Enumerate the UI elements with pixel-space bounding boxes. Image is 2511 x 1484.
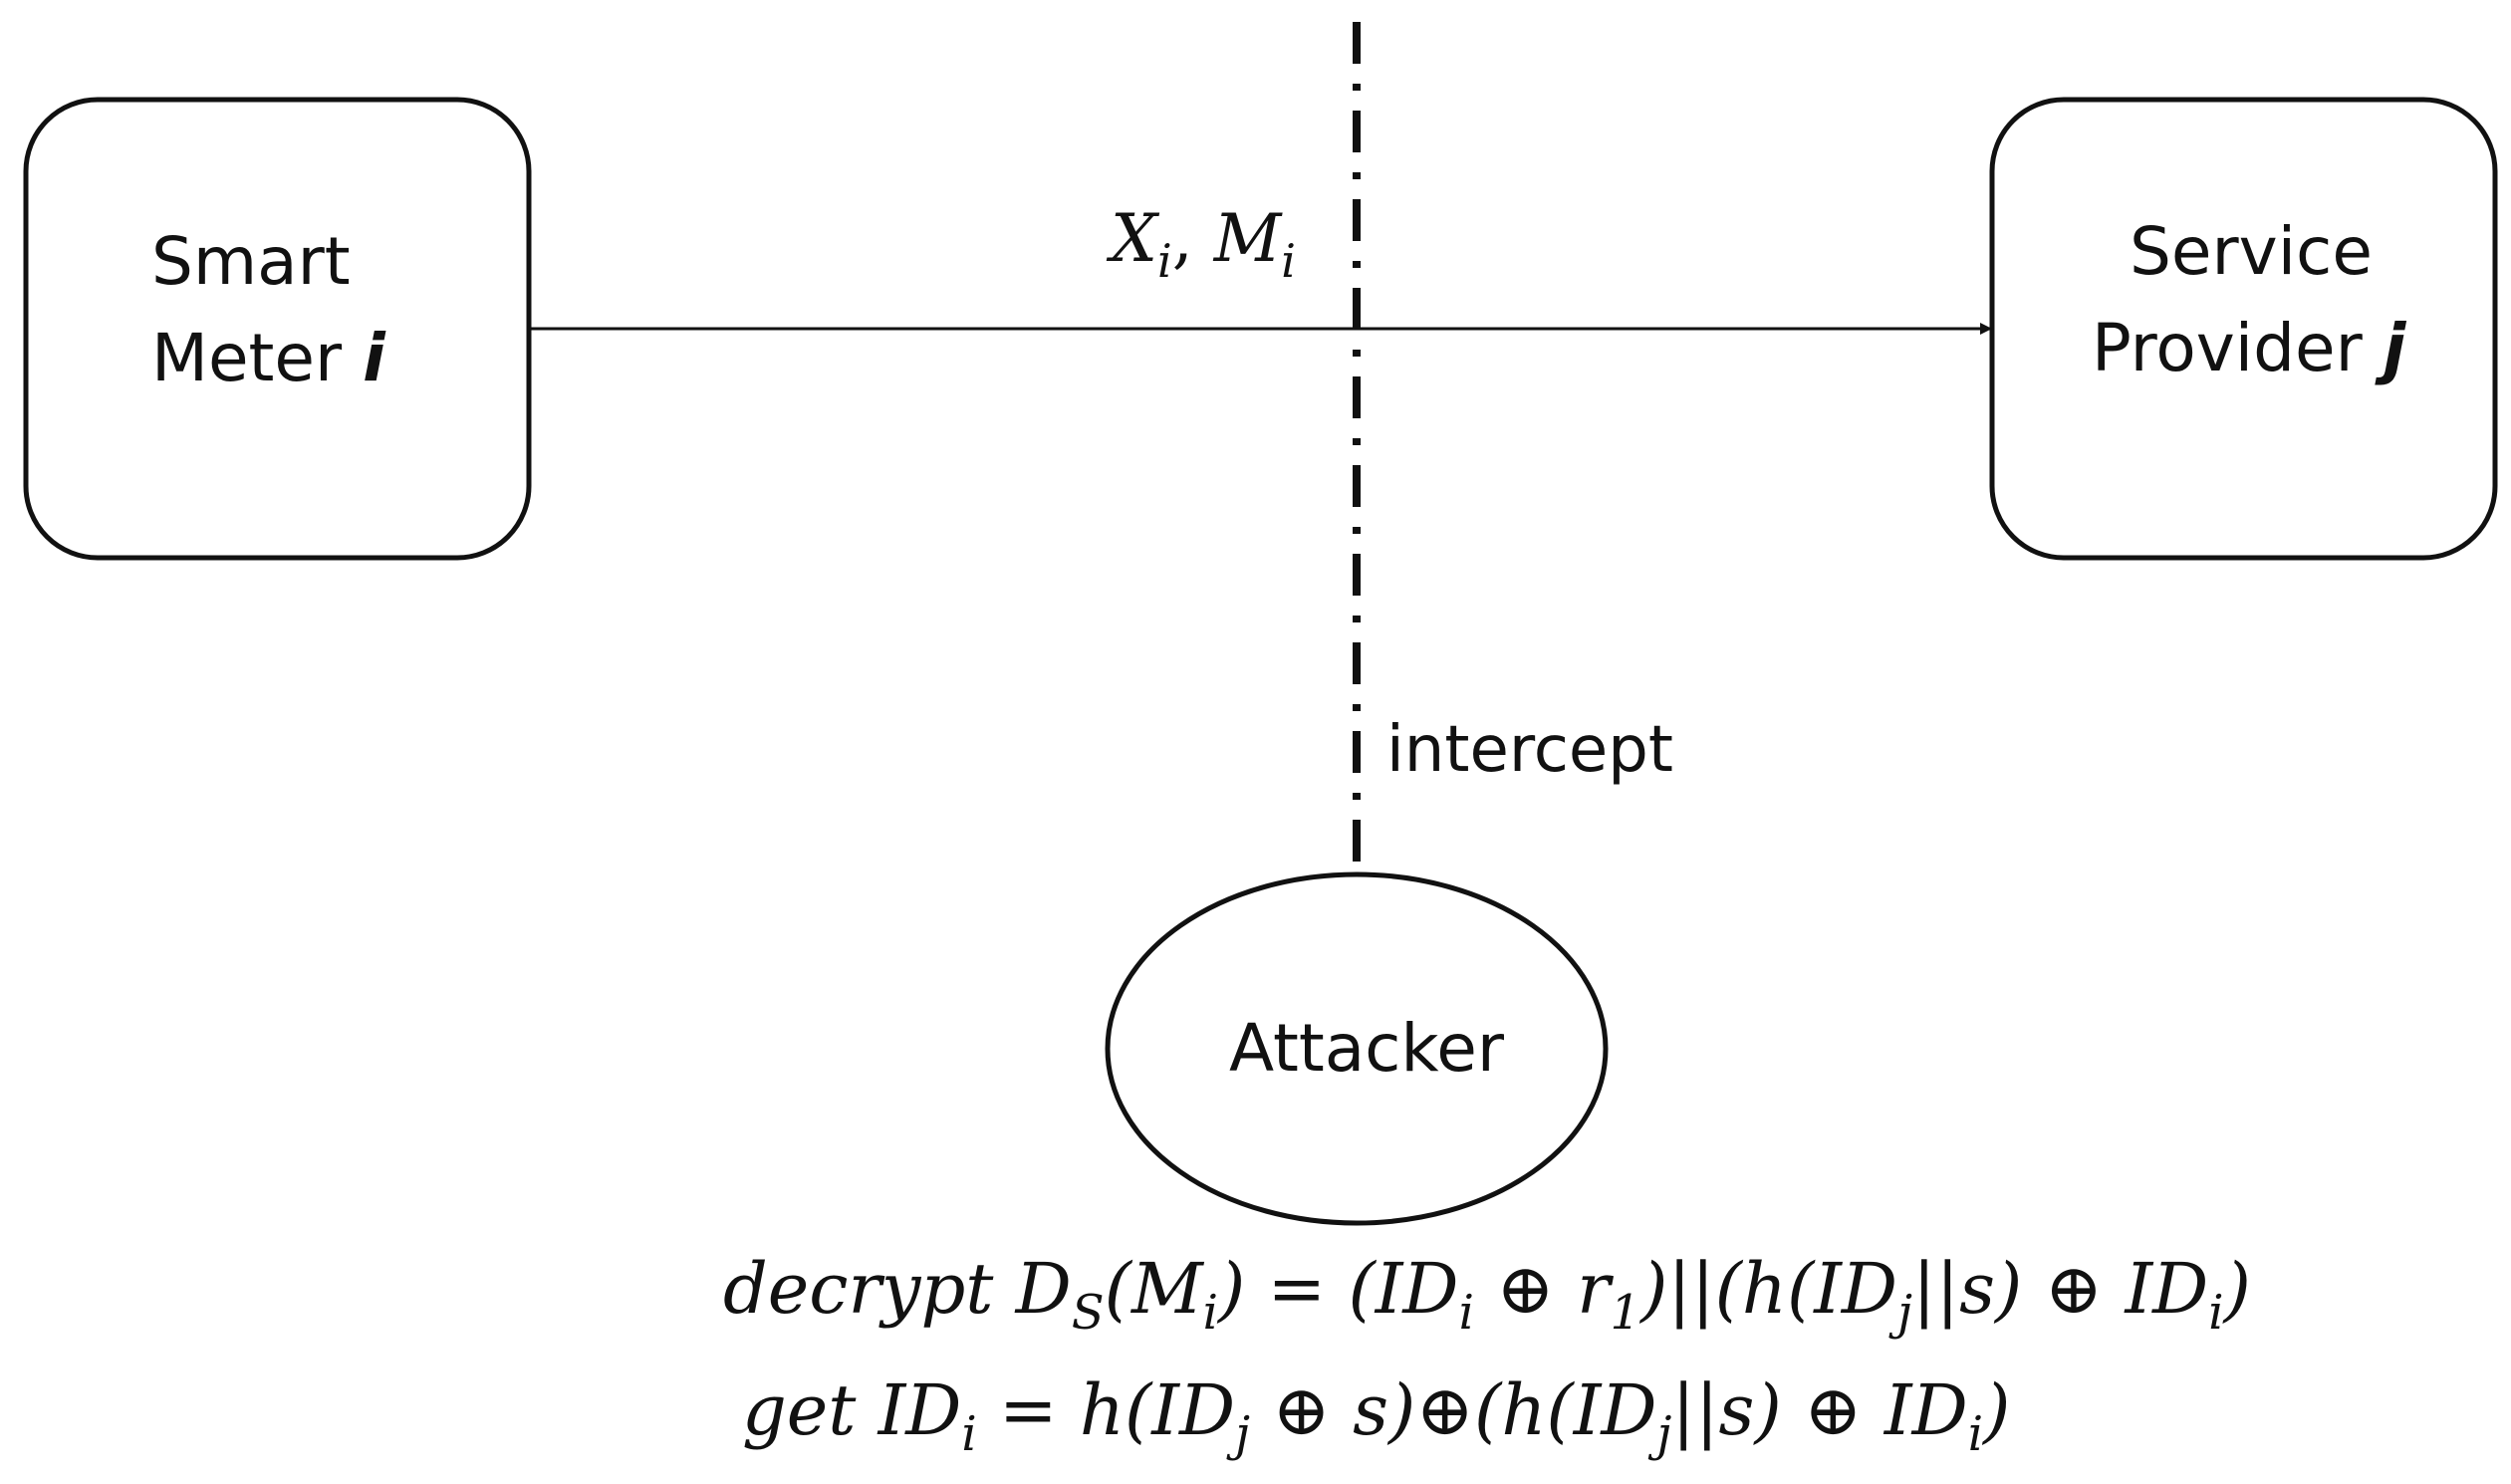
smart-meter-variable: i — [363, 320, 386, 396]
service-provider-label-line1: Service — [2130, 213, 2373, 290]
service-provider-label-line2: Provider — [2092, 310, 2364, 386]
smart-meter-label-line2: Meter — [151, 320, 343, 396]
message-label: Xi, Mi — [1106, 200, 1296, 288]
svg-text:intercept: intercept — [1386, 713, 1673, 787]
get-id-equation: get IDi = h(IDj ⊕ s)⊕(h(IDj||s) ⊕ IDi) — [742, 1369, 2010, 1462]
svg-text:Provider j: Provider j — [2092, 310, 2407, 386]
svg-text:Smart: Smart — [151, 223, 351, 300]
svg-text:Service: Service — [2130, 213, 2373, 290]
smart-meter-label-line1: Smart — [151, 223, 351, 300]
service-provider-node: Service Provider j — [1989, 97, 2498, 561]
intercept-label: intercept — [1386, 713, 1673, 787]
svg-text:Meter i: Meter i — [151, 320, 386, 396]
attacker-node: Attacker — [1105, 871, 1609, 1226]
svg-text:Attacker: Attacker — [1229, 1010, 1505, 1087]
attacker-label: Attacker — [1229, 1010, 1505, 1087]
smart-meter-node: Smart Meter i — [23, 97, 532, 561]
decrypt-equation: decrypt DS(Mi) = (IDi ⊕ r1)||(h(IDj||s) … — [723, 1248, 2251, 1341]
